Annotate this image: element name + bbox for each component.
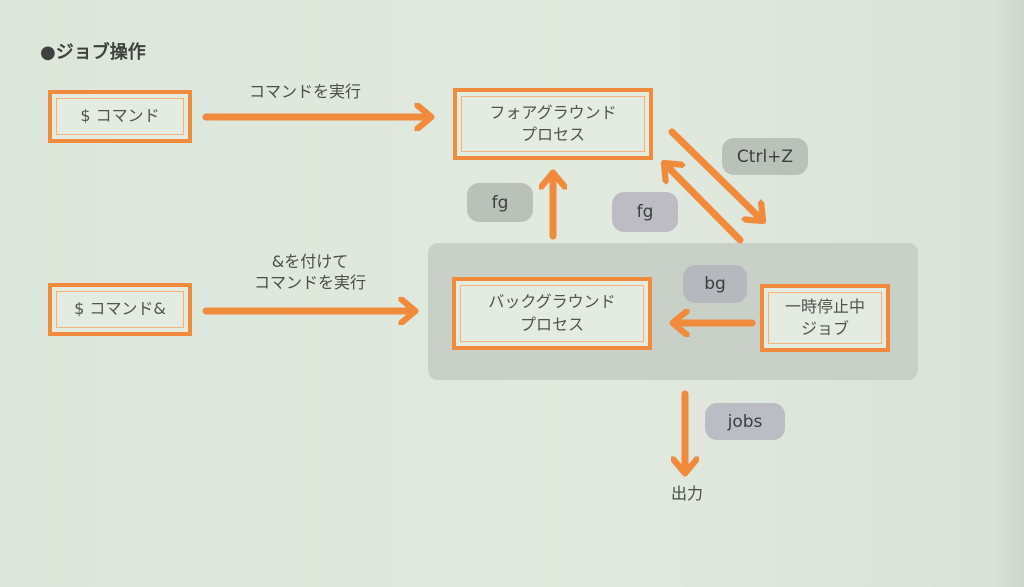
fg-pill-from-paused: fg: [612, 192, 678, 232]
label-run-command: コマンドを実行: [248, 82, 361, 101]
bg-pill: bg: [683, 265, 747, 303]
command-node: $ コマンド: [48, 90, 192, 143]
background-process-node: バックグラウンド プロセス: [452, 277, 652, 350]
label-run-with-amp: &を付けて コマンドを実行: [253, 252, 366, 292]
arrow-foreground-to-paused: [668, 128, 762, 220]
jobs-pill: jobs: [705, 403, 785, 440]
command-amp-node: $ コマンド&: [48, 283, 192, 336]
ctrl-z-pill: Ctrl+Z: [722, 138, 808, 175]
output-label: 出力: [670, 484, 703, 503]
foreground-process-node: フォアグラウンド プロセス: [453, 88, 653, 160]
diagram-title: ●ジョブ操作: [40, 42, 146, 63]
fg-pill-from-background: fg: [467, 183, 533, 222]
paused-job-node: 一時停止中 ジョブ: [760, 284, 890, 352]
arrow-paused-to-foreground: [665, 164, 744, 244]
